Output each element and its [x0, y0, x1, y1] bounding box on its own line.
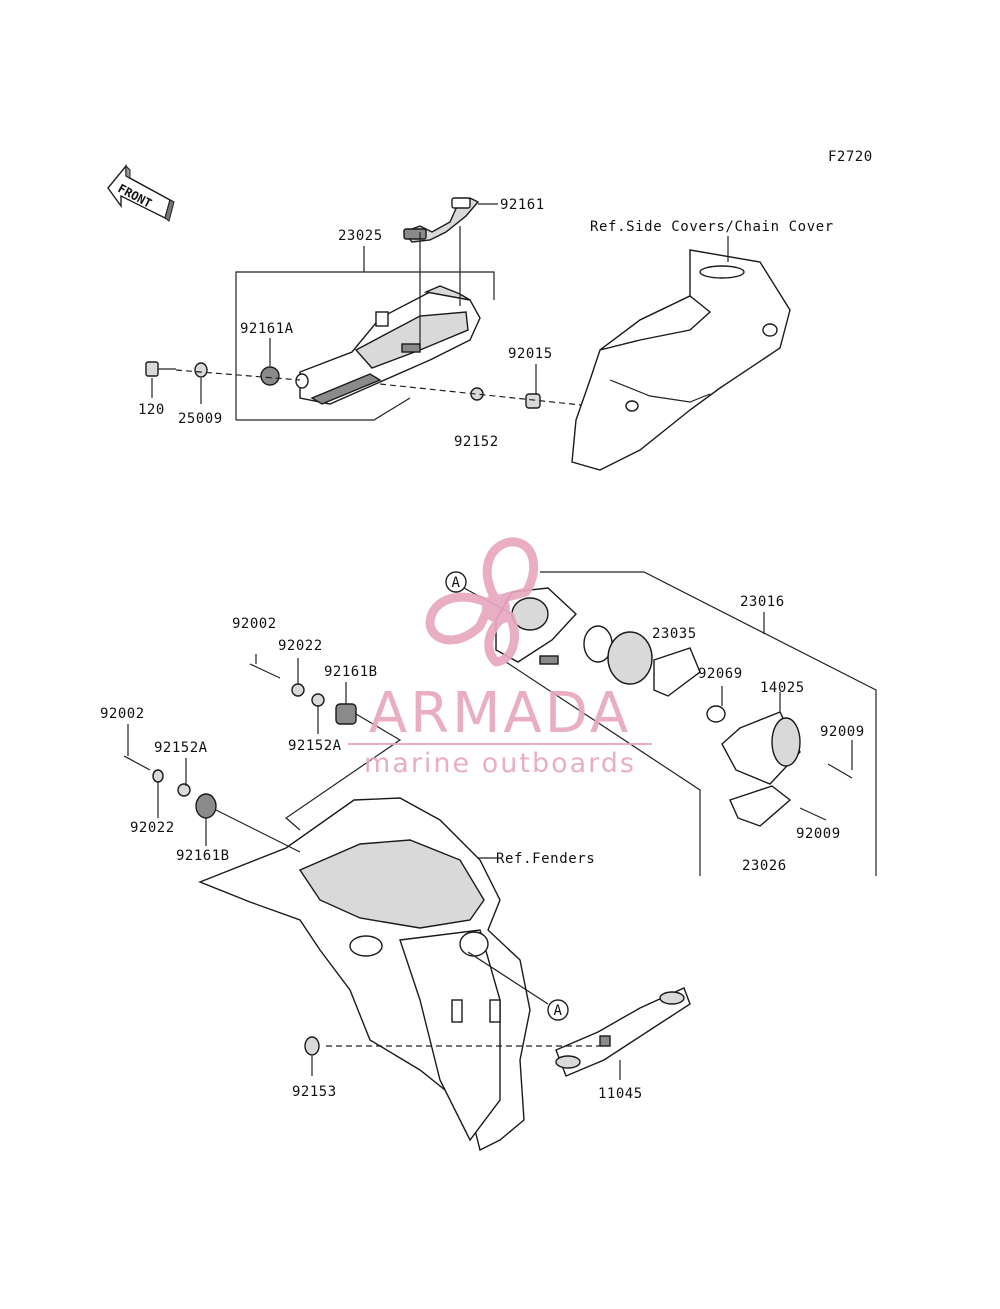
callout-92152: 92152	[454, 434, 499, 450]
figure-code: F2720	[828, 149, 873, 165]
part-bulb-socket	[583, 625, 653, 685]
callout-92022-b: 92022	[130, 820, 175, 836]
side-cover-reference-drawing	[571, 249, 791, 471]
part-92009-screw-b	[799, 807, 827, 821]
callout-120: 120	[138, 402, 165, 418]
callout-11045: 11045	[598, 1086, 643, 1102]
callout-23016: 23016	[740, 594, 785, 610]
ref-side-covers: Ref.Side Covers/Chain Cover	[590, 219, 834, 235]
marker-a-lower: A	[547, 999, 569, 1021]
part-92153-bolt	[304, 1036, 320, 1056]
marker-a-upper: A	[445, 571, 467, 593]
part-92015-nut	[525, 393, 541, 409]
callout-92009-a: 92009	[820, 724, 865, 740]
svg-text:A: A	[554, 1003, 563, 1019]
callout-23025: 23025	[338, 228, 383, 244]
part-11045-license-bracket	[555, 987, 691, 1077]
callout-92009-b: 92009	[796, 826, 841, 842]
part-92002-bolt-a	[249, 663, 281, 679]
ref-fenders: Ref.Fenders	[496, 851, 595, 867]
callout-92153: 92153	[292, 1084, 337, 1100]
callout-23035: 23035	[652, 626, 697, 642]
propeller-logo-icon	[425, 537, 539, 667]
part-92022-washer-a	[291, 683, 305, 697]
callout-92161B-a: 92161B	[324, 664, 378, 680]
callout-92015: 92015	[508, 346, 553, 362]
callout-92002-a: 92002	[232, 616, 277, 632]
callout-25009: 25009	[178, 411, 223, 427]
watermark-tagline: marine outboards	[364, 748, 636, 779]
part-92161B-grommet-b	[195, 793, 217, 819]
part-92152A-collar-b	[177, 783, 191, 797]
part-23025-taillight	[295, 285, 481, 405]
part-92152A-collar-a	[311, 693, 325, 707]
svg-text:A: A	[452, 575, 461, 591]
watermark-brand: ARMADA	[369, 681, 631, 746]
part-92161A-grommet	[260, 366, 280, 386]
part-120-bolt	[145, 361, 176, 377]
callout-92152A-a: 92152A	[288, 738, 342, 754]
callout-92069: 92069	[698, 666, 743, 682]
part-14025-lens	[721, 711, 801, 785]
callout-92002-b: 92002	[100, 706, 145, 722]
part-92161-strap	[402, 197, 480, 243]
part-92161B-grommet-a	[335, 703, 357, 725]
part-92022-washer-b	[152, 769, 164, 783]
callout-92161A: 92161A	[240, 321, 294, 337]
callout-14025: 14025	[760, 680, 805, 696]
part-23035-holder	[653, 647, 701, 697]
armada-watermark: ARMADA marine outboards	[348, 537, 652, 779]
part-92009-screw-a	[827, 763, 853, 779]
callout-23026: 23026	[742, 858, 787, 874]
front-arrow-icon: FRONT	[107, 164, 175, 222]
part-92069-bulb	[706, 705, 726, 723]
callout-92152A-b: 92152A	[154, 740, 208, 756]
callout-92161: 92161	[500, 197, 545, 213]
rear-fender-reference-drawing	[198, 797, 531, 1152]
part-25009-washer	[194, 362, 208, 378]
part-23026-gasket	[729, 785, 792, 827]
callout-92022-a: 92022	[278, 638, 323, 654]
callout-92161B-b: 92161B	[176, 848, 230, 864]
part-92002-bolt-b	[123, 755, 151, 771]
